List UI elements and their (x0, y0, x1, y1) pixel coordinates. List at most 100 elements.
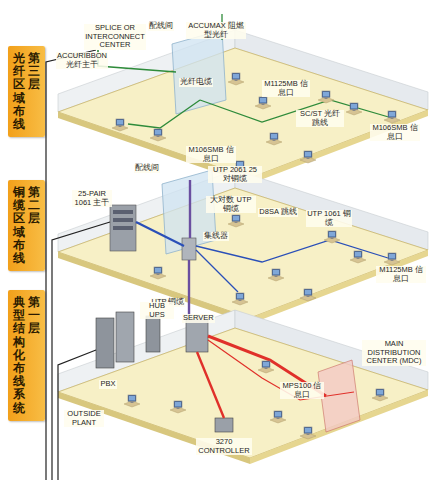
rack-panel (113, 226, 133, 230)
utp-cable (196, 250, 238, 292)
callout-text: OUTSIDE PLANT (64, 410, 104, 427)
workstation-icon (300, 289, 316, 301)
floor-band: 第二层铜缆区域布线 (8, 180, 45, 271)
hub-ups-cabinet (146, 316, 160, 352)
riser-cable (189, 180, 191, 238)
callout-label: MPS100 信息口 (280, 382, 324, 401)
workstation-icon (372, 389, 388, 401)
workstation-icon (384, 111, 400, 123)
callout-label: 光纤电缆 (176, 70, 216, 88)
floor-plate (58, 48, 428, 178)
callout-text: 大对数 UTP 铜缆 (206, 196, 256, 213)
rack-panel (113, 210, 133, 214)
callout-label: 配线间 (146, 14, 176, 32)
callout-label: ACCURIBBON 光纤主干 (56, 52, 102, 71)
workstation-icon (266, 133, 282, 145)
workstation-icon (346, 103, 362, 115)
controller-cable (197, 352, 224, 418)
pbx-cabinet (96, 318, 114, 368)
band-text: 典型结构化布线系统 (13, 296, 25, 415)
callout-label: HUB UPS (140, 302, 174, 321)
floor-three (58, 30, 428, 184)
callout-label: ACCUMAX 阻燃型光纤 (186, 22, 246, 41)
callout-text: 3270 CONTROLLER (196, 438, 252, 455)
copper-trunk (136, 222, 184, 246)
callout-label: UTP 1061 铜缆 (306, 210, 352, 229)
callout-label: M106SMB 信息口 (370, 124, 420, 143)
callout-label: SC/ST 光纤跳线 (296, 110, 344, 129)
floor-one (58, 310, 428, 464)
workstation-icon (112, 119, 128, 131)
workstation-icon (228, 73, 244, 85)
callout-text: D8SA 跳线 (258, 208, 297, 217)
band-text: 第一层 (28, 296, 40, 415)
callout-label: MAIN DISTRIBUTION CENTER (MDC) (362, 340, 426, 367)
callout-label: M1125MB 信息口 (262, 80, 310, 99)
workstation-icon (270, 411, 286, 423)
callout-text: ACCURIBBON 光纤主干 (56, 52, 108, 69)
callout-text: ACCUMAX 阻燃型光纤 (186, 22, 246, 39)
workstation-icon (150, 129, 166, 141)
callout-label: 集线器 (200, 224, 232, 242)
callout-text: 25-PAIR 1061 主干 (72, 190, 112, 207)
floor-edge (250, 250, 428, 324)
callout-label: UTP 2061 25 对铜缆 (208, 166, 262, 185)
backbone-wire (52, 222, 110, 480)
callout-text: M1125MB 信息口 (376, 266, 426, 283)
callout-text: SERVER (182, 314, 215, 323)
callout-label: M1125MB 信息口 (376, 266, 426, 285)
patch-rack (110, 205, 136, 251)
workstation-icon (324, 231, 340, 243)
callout-text: M1125MB 信息口 (262, 80, 310, 97)
workstation-icon (318, 91, 334, 103)
callout-text: M106SMB 信息口 (186, 146, 236, 163)
workstation-icon (268, 269, 284, 281)
workstation-icon (350, 251, 366, 263)
callout-label: 大对数 UTP 铜缆 (206, 196, 256, 215)
band-text: 第三层 (28, 52, 40, 131)
utp-cable (196, 240, 388, 262)
workstation-icon (228, 215, 244, 227)
workstation-icon (258, 361, 274, 373)
callout-text: 光纤电缆 (179, 78, 213, 87)
rack-panel (113, 218, 133, 222)
server-cabinet (186, 318, 208, 352)
callout-text: 配线间 (148, 22, 174, 31)
workstation-icon (300, 427, 316, 439)
band-text: 铜缆区域布线 (13, 186, 25, 265)
utp-cable (208, 340, 354, 400)
workstation-icon (300, 151, 316, 163)
workstation-icon (170, 401, 186, 413)
band-text: 第二层 (28, 186, 40, 265)
callout-label: SERVER (182, 306, 214, 324)
workstation-icon (255, 97, 271, 109)
callout-text: SPLICE OR INTERCONNECT CENTER (84, 24, 146, 50)
band-text: 光纤区域布线 (13, 52, 25, 131)
callout-label: 25-PAIR 1061 主干 (72, 190, 112, 209)
callout-text: 配线间 (134, 164, 160, 173)
hub-box (182, 238, 196, 260)
controller-box (215, 418, 233, 432)
callout-text: PBX (99, 380, 116, 389)
floor-band: 第三层光纤区域布线 (8, 46, 45, 137)
workstation-icon (124, 395, 140, 407)
floor-two (58, 170, 428, 324)
pbx-cabinet (116, 312, 134, 362)
floor-band: 第一层典型结构化布线系统 (8, 290, 45, 421)
riser-cable (188, 260, 190, 316)
callout-label: M106SMB 信息口 (186, 146, 236, 165)
callout-text: M106SMB 信息口 (370, 124, 420, 141)
floor-edge (250, 110, 428, 184)
callout-label: PBX (98, 372, 118, 390)
fiber-cable (128, 100, 200, 128)
callout-text: MAIN DISTRIBUTION CENTER (MDC) (362, 340, 426, 366)
callout-label: 3270 CONTROLLER (196, 438, 252, 457)
callout-label: OUTSIDE PLANT (64, 410, 104, 429)
callout-text: 集线器 (203, 232, 229, 241)
callout-text: UTP 1061 铜缆 (306, 210, 352, 227)
callout-text: MPS100 信息口 (280, 382, 324, 399)
fiber-backbone (98, 50, 176, 72)
callout-label: 配线间 (132, 156, 162, 174)
workstation-icon (150, 267, 166, 279)
